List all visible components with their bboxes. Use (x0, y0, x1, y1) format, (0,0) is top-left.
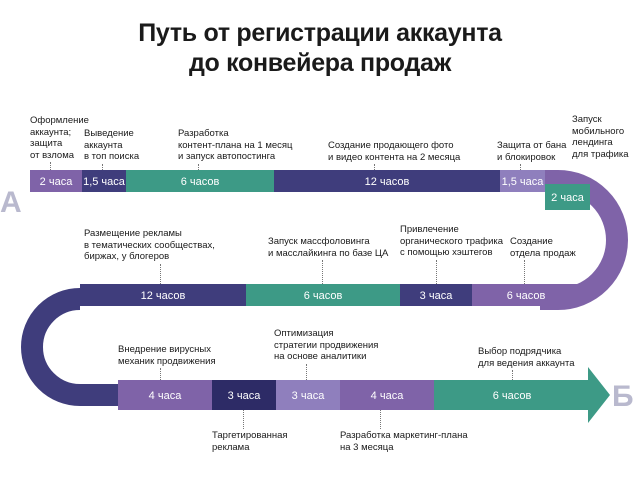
stage-annotation-6: Запуск мобильного лендинга для трафика (572, 114, 629, 160)
segment-bar-9 (246, 284, 400, 306)
annotation-leader-15 (512, 370, 513, 380)
segment-duration-6: 2 часа (551, 192, 585, 204)
segment-duration-9: 6 часов (304, 290, 343, 302)
segment-duration-12: 3 часа (228, 390, 262, 402)
segment-bar-7 (472, 284, 580, 306)
stage-annotation-4: Создание продающего фото и видео контент… (328, 140, 461, 163)
annotation-leader-2 (102, 163, 103, 170)
diagram-title: Путь от регистрации аккаунта до конвейер… (0, 18, 640, 78)
segment-bar-1 (30, 170, 82, 192)
segment-duration-13: 3 часа (292, 390, 326, 402)
annotation-leader-13 (306, 363, 307, 380)
end-point-letter: Б (612, 380, 634, 413)
segment-bar-14 (340, 380, 434, 410)
title-line-2: до конвейера продаж (188, 49, 452, 77)
segments-layer: 2 часа 1,5 часа 6 часов 12 часов 1,5 часа 2 ч… (30, 170, 590, 410)
stage-annotation-1: Оформление аккаунта; защита от взлома (30, 115, 89, 161)
segment-bar-2 (82, 170, 126, 192)
annotation-leader-4 (374, 164, 375, 170)
segment-duration-10: 12 часов (141, 290, 186, 302)
annotation-leader-7 (524, 260, 525, 284)
stage-annotation-3: Разработка контент-плана на 1 месяц и за… (178, 128, 293, 162)
annotation-leader-9 (322, 260, 323, 284)
annotation-leader-3 (198, 163, 199, 170)
stage-annotation-13: Оптимизация стратегии продвижения на осн… (274, 328, 379, 362)
stage-annotation-9: Запуск массфоловинга и масслайкинга по б… (268, 236, 389, 259)
annotation-leader-10 (160, 263, 161, 284)
stage-annotation-14: Разработка маркетинг-плана на 3 месяца (340, 430, 468, 453)
segment-duration-1: 2 часа (40, 176, 74, 188)
segment-bar-11 (118, 380, 212, 410)
left-turn-curve (21, 288, 118, 406)
stage-annotation-7: Создание отдела продаж (510, 236, 576, 259)
segment-bar-6 (545, 184, 590, 210)
segment-duration-7: 6 часов (507, 290, 546, 302)
stage-annotation-15: Выбор подрядчика для ведения аккаунта (478, 346, 575, 369)
segment-duration-3: 6 часов (181, 176, 220, 188)
stage-annotation-12: Таргетированная реклама (212, 430, 288, 453)
stage-annotation-11: Внедрение вирусных механик продвижения (118, 344, 216, 367)
segment-duration-5: 1,5 часа (502, 176, 545, 188)
annotation-leader-1 (50, 162, 51, 170)
segment-bar-8 (400, 284, 472, 306)
start-point-letter: А (0, 186, 22, 219)
annotation-leader-11 (160, 368, 161, 380)
segment-bar-4 (274, 170, 500, 192)
segment-duration-14: 4 часа (371, 390, 405, 402)
segment-bar-3 (126, 170, 274, 192)
annotation-leader-12 (243, 410, 244, 429)
title-line-1: Путь от регистрации аккаунта (138, 19, 502, 47)
segment-duration-11: 4 часа (149, 390, 183, 402)
segment-bar-10 (80, 284, 246, 306)
stage-annotation-5: Защита от бана и блокировок (497, 140, 567, 163)
annotation-leader-14 (380, 410, 381, 429)
end-arrow-head (588, 367, 610, 423)
segment-bar-15 (434, 380, 590, 410)
segment-duration-15: 6 часов (493, 390, 532, 402)
stage-annotation-10: Размещение рекламы в тематических сообще… (84, 228, 215, 262)
segment-bar-13 (276, 380, 340, 410)
stage-annotation-2: Выведение аккаунта в топ поиска (84, 128, 140, 162)
annotation-leader-5 (520, 164, 521, 170)
segment-bar-5 (500, 170, 545, 192)
segment-duration-8: 3 часа (420, 290, 454, 302)
segment-duration-4: 12 часов (365, 176, 410, 188)
annotation-leader-8 (436, 259, 437, 284)
segment-bar-12 (212, 380, 276, 410)
stage-annotation-8: Привлечение органического трафика с помо… (400, 224, 504, 258)
segment-duration-2: 1,5 часа (83, 176, 126, 188)
